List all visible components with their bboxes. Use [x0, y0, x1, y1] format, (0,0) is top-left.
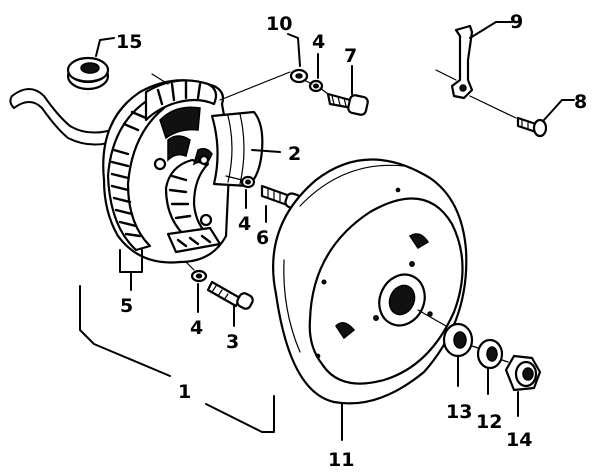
- callout-11: 11: [328, 449, 354, 471]
- stator-assembly-part-1: [102, 79, 264, 264]
- callout-14: 14: [506, 429, 532, 451]
- bracket-part-9: [450, 24, 474, 100]
- leader-line-15: [95, 37, 115, 57]
- lockwasher-part-4-middle: [240, 175, 256, 189]
- flywheel-part-11: [272, 158, 468, 405]
- callout-8: 8: [574, 91, 587, 113]
- alignment-line-flywheel: [417, 309, 447, 327]
- callout-4-middle: 4: [238, 213, 251, 235]
- callout-4-top: 4: [312, 31, 325, 53]
- callout-4-bottom: 4: [190, 317, 203, 339]
- callout-2: 2: [288, 143, 301, 165]
- screw-part-8: [516, 116, 548, 138]
- alignment-line-top-2: [303, 79, 329, 95]
- leader-line-2: [251, 149, 281, 153]
- callout-9: 9: [510, 11, 523, 33]
- alignment-line-9: [435, 69, 457, 81]
- washer-part-13: [442, 322, 474, 358]
- nut-part-14: [504, 354, 542, 392]
- lockwasher-part-4-top: [308, 79, 324, 93]
- leader-line-10: [287, 33, 301, 67]
- washer-part-10: [289, 68, 309, 84]
- alignment-line-middle: [225, 175, 243, 181]
- callout-5: 5: [120, 295, 133, 317]
- lockwasher-part-12: [476, 338, 504, 370]
- alignment-line-hardware: [471, 345, 509, 363]
- callout-1: 1: [178, 381, 191, 403]
- callout-13: 13: [446, 401, 472, 423]
- leader-line-9: [469, 21, 513, 39]
- alignment-line-bottom: [185, 261, 195, 271]
- grommet-part-15: [66, 56, 110, 91]
- callout-7: 7: [344, 45, 357, 67]
- callout-6: 6: [256, 227, 269, 249]
- stator-wire-lead: [9, 88, 119, 146]
- callout-12: 12: [476, 411, 502, 433]
- assembly-bracket-1: [79, 285, 275, 433]
- leader-line-stator-top: [151, 73, 169, 85]
- callout-3: 3: [226, 331, 239, 353]
- alignment-line-top: [219, 71, 291, 101]
- lockwasher-part-4-bottom: [190, 269, 208, 283]
- leader-line-5: [119, 249, 143, 291]
- callout-15: 15: [116, 31, 142, 53]
- screw-part-3: [206, 280, 254, 310]
- screw-part-7: [326, 92, 369, 116]
- callout-10: 10: [266, 13, 292, 35]
- alignment-line-8: [469, 95, 517, 119]
- leader-line-8: [543, 99, 575, 121]
